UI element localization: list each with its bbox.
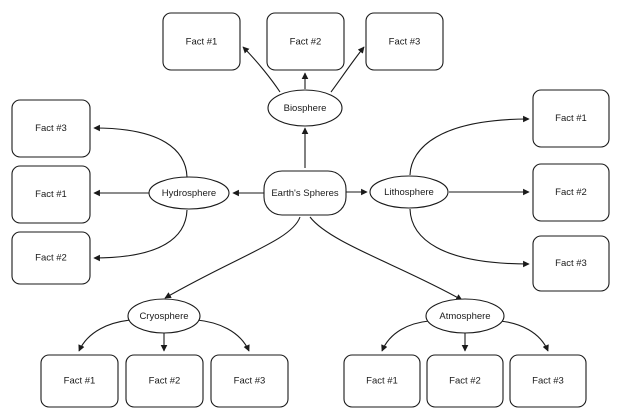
node-cryosphere-fact-2[interactable]: Fact #2 bbox=[125, 354, 204, 408]
node-label: Fact #1 bbox=[64, 376, 96, 387]
node-ellipse[interactable] bbox=[127, 298, 201, 334]
node-biosphere-fact-3[interactable]: Fact #3 bbox=[365, 12, 444, 71]
edges-lithosphere-to-facts bbox=[409, 115, 530, 268]
node-label: Fact #2 bbox=[35, 253, 67, 264]
node-box[interactable] bbox=[365, 12, 444, 71]
node-label: Cryosphere bbox=[139, 311, 188, 322]
node-label: Fact #1 bbox=[186, 37, 218, 48]
node-box[interactable] bbox=[11, 99, 91, 158]
node-label: Atmosphere bbox=[439, 311, 490, 322]
edges-root-to-branches bbox=[164, 127, 463, 301]
node-box[interactable] bbox=[266, 12, 345, 71]
node-label: Fact #3 bbox=[532, 376, 564, 387]
node-box[interactable] bbox=[40, 354, 119, 408]
node-hydrosphere-fact-1[interactable]: Fact #1 bbox=[11, 165, 91, 224]
node-box[interactable] bbox=[125, 354, 204, 408]
node-atmosphere-fact-2[interactable]: Fact #2 bbox=[426, 354, 504, 408]
node-box[interactable] bbox=[11, 165, 91, 224]
node-atmosphere[interactable]: Atmosphere bbox=[425, 298, 505, 334]
node-label: Lithosphere bbox=[384, 187, 434, 198]
node-box[interactable] bbox=[263, 170, 347, 216]
node-biosphere[interactable]: Biosphere bbox=[267, 89, 343, 127]
node-label: Fact #2 bbox=[149, 376, 181, 387]
node-cryosphere[interactable]: Cryosphere bbox=[127, 298, 201, 334]
node-label: Hydrosphere bbox=[162, 188, 216, 199]
edge-atmosphere-to-fact-3 bbox=[499, 320, 549, 352]
node-biosphere-fact-1[interactable]: Fact #1 bbox=[162, 12, 241, 71]
edges-hydrosphere-to-facts bbox=[93, 124, 188, 262]
node-atmosphere-fact-3[interactable]: Fact #3 bbox=[509, 354, 587, 408]
node-box[interactable] bbox=[509, 354, 587, 408]
node-hydrosphere-fact-3[interactable]: Fact #3 bbox=[11, 99, 91, 158]
edge-hydrosphere-to-fact-2 bbox=[93, 209, 188, 262]
node-label: Biosphere bbox=[284, 103, 327, 114]
node-label: Fact #1 bbox=[35, 189, 67, 200]
node-label: Fact #1 bbox=[366, 376, 398, 387]
node-label: Fact #2 bbox=[449, 376, 481, 387]
node-label: Earth's Spheres bbox=[271, 188, 339, 199]
node-box[interactable] bbox=[162, 12, 241, 71]
node-cryosphere-fact-3[interactable]: Fact #3 bbox=[210, 354, 289, 408]
node-ellipse[interactable] bbox=[267, 89, 343, 127]
edges-cryosphere-to-facts bbox=[78, 319, 250, 352]
edge-root-to-atmosphere bbox=[309, 216, 463, 301]
node-ellipse[interactable] bbox=[369, 175, 449, 209]
edge-hydrosphere-to-fact-3 bbox=[93, 124, 188, 178]
node-box[interactable] bbox=[210, 354, 289, 408]
node-cryosphere-fact-1[interactable]: Fact #1 bbox=[40, 354, 119, 408]
node-label: Fact #3 bbox=[234, 376, 266, 387]
edge-cryosphere-to-fact-1 bbox=[78, 319, 132, 352]
node-lithosphere-fact-1[interactable]: Fact #1 bbox=[532, 89, 610, 148]
node-ellipse[interactable] bbox=[148, 176, 230, 210]
node-hydrosphere-fact-2[interactable]: Fact #2 bbox=[11, 231, 91, 285]
node-label: Fact #2 bbox=[555, 187, 587, 198]
node-label: Fact #3 bbox=[389, 37, 421, 48]
node-box[interactable] bbox=[426, 354, 504, 408]
edge-root-to-cryosphere bbox=[164, 216, 301, 299]
edge-lithosphere-to-fact-1 bbox=[409, 115, 530, 176]
node-box[interactable] bbox=[532, 89, 610, 148]
edges-biosphere-to-facts bbox=[242, 46, 365, 93]
edge-biosphere-to-fact-1 bbox=[242, 46, 281, 93]
node-label: Fact #2 bbox=[290, 37, 322, 48]
node-hydrosphere[interactable]: Hydrosphere bbox=[148, 176, 230, 210]
edge-atmosphere-to-fact-1 bbox=[381, 320, 430, 352]
node-box[interactable] bbox=[532, 163, 610, 222]
edge-lithosphere-to-fact-3 bbox=[409, 208, 530, 268]
node-ellipse[interactable] bbox=[425, 298, 505, 334]
edges-atmosphere-to-facts bbox=[381, 320, 549, 352]
node-lithosphere-fact-2[interactable]: Fact #2 bbox=[532, 163, 610, 222]
node-box[interactable] bbox=[532, 235, 610, 292]
node-atmosphere-fact-1[interactable]: Fact #1 bbox=[343, 354, 421, 408]
edge-biosphere-to-fact-3 bbox=[330, 46, 365, 93]
node-label: Fact #1 bbox=[555, 113, 587, 124]
node-box[interactable] bbox=[11, 231, 91, 285]
node-lithosphere-fact-3[interactable]: Fact #3 bbox=[532, 235, 610, 292]
node-box[interactable] bbox=[343, 354, 421, 408]
node-earths-spheres-root[interactable]: Earth's Spheres bbox=[263, 170, 347, 216]
node-lithosphere[interactable]: Lithosphere bbox=[369, 175, 449, 209]
node-label: Fact #3 bbox=[35, 123, 67, 134]
edge-cryosphere-to-fact-3 bbox=[196, 319, 250, 352]
node-label: Fact #3 bbox=[555, 258, 587, 269]
node-biosphere-fact-2[interactable]: Fact #2 bbox=[266, 12, 345, 71]
